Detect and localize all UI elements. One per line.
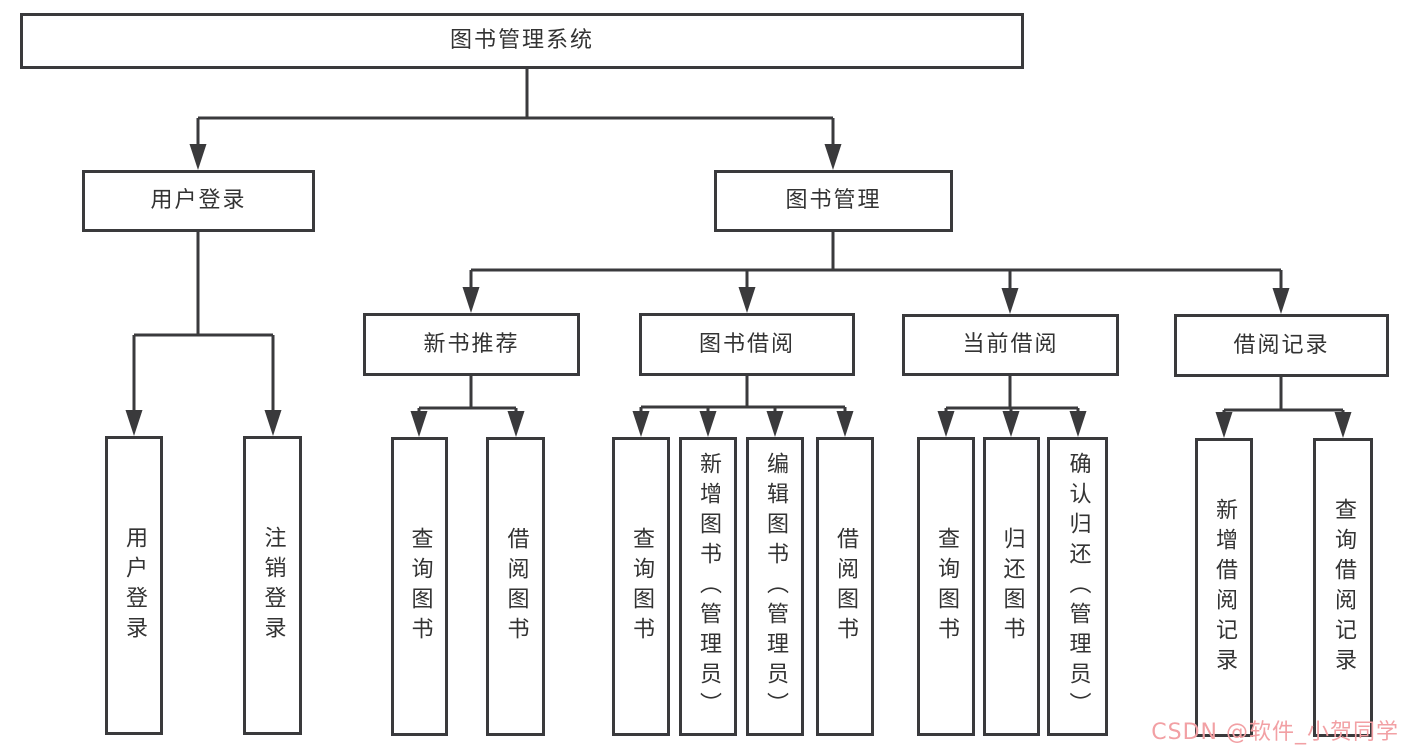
leaf-confirm-return-admin: 确认归还（管理员） bbox=[1047, 437, 1108, 736]
node-borrow-records: 借阅记录 bbox=[1174, 314, 1389, 377]
leaf-query-books: 查询图书 bbox=[612, 437, 670, 736]
leaf-user-login: 用户登录 bbox=[105, 436, 163, 735]
leaf-edit-book-admin: 编辑图书（管理员） bbox=[746, 437, 804, 736]
leaf-return-book: 归还图书 bbox=[983, 437, 1040, 736]
watermark: CSDN @软件_小贺同学 bbox=[1151, 720, 1399, 745]
leaf-add-book-admin: 新增图书（管理员） bbox=[679, 437, 737, 736]
leaf-query-books: 查询图书 bbox=[917, 437, 975, 736]
node-current-borrow: 当前借阅 bbox=[902, 314, 1119, 376]
leaf-borrow-book: 借阅图书 bbox=[816, 437, 874, 736]
node-book-borrow: 图书借阅 bbox=[639, 313, 855, 376]
leaf-query-borrow-record: 查询借阅记录 bbox=[1313, 438, 1373, 737]
leaf-query-books: 查询图书 bbox=[391, 437, 448, 736]
node-user-login: 用户登录 bbox=[82, 170, 315, 232]
node-library-system: 图书管理系统 bbox=[20, 13, 1024, 69]
node-book-management: 图书管理 bbox=[714, 170, 953, 232]
leaf-logout: 注销登录 bbox=[243, 436, 302, 735]
leaf-add-borrow-record: 新增借阅记录 bbox=[1195, 438, 1253, 737]
leaf-borrow-book: 借阅图书 bbox=[486, 437, 545, 736]
node-new-book-recommend: 新书推荐 bbox=[363, 313, 580, 376]
arrowheads bbox=[125, 144, 1352, 438]
